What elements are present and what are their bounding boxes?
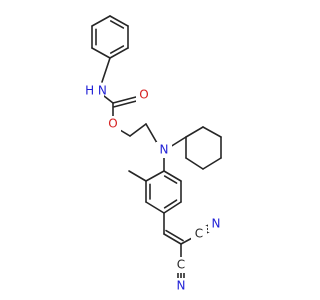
nh-label: H N: [85, 84, 107, 98]
phenyl-ring-bond-3: [109, 47, 129, 59]
amine-cyclohexyl-bond: [169, 136, 187, 148]
nitrile-carbon-2-label: C: [177, 258, 185, 272]
nh-label-background: [88, 83, 104, 99]
ch2-amine-bond: [145, 123, 158, 144]
cyclohexyl-ring-bond-4: [202, 157, 222, 170]
carbonyl-double-bond-2: [113, 100, 138, 108]
cyclohexyl-ring-bond-5: [185, 157, 204, 170]
carbonyl-oxygen-label-background: [136, 87, 152, 103]
nitrile-carbon-2-label-background: [173, 257, 189, 273]
carbonyl-oxygen-label: O: [139, 88, 148, 102]
vinyl-double-bond-2: [165, 229, 184, 242]
aryl-ring-bond-6: [145, 170, 165, 182]
phenyl-nh-bond: [101, 57, 111, 83]
aryl-ring-bond-4: [145, 201, 165, 214]
phenyl-ring-bond-4: [91, 47, 111, 59]
phenyl-inner-bond-2: [109, 45, 125, 54]
phenyl-inner-bond-1: [109, 20, 125, 29]
nitrile-carbon-1-label: C: [195, 227, 203, 241]
nitrile-nitrogen-1-label: N: [212, 217, 221, 231]
ester-oxygen-label: O: [108, 117, 117, 131]
carbonyl-double-bond-1: [112, 96, 137, 104]
ester-ch2-bond: [119, 129, 131, 137]
aryl-ring-bond-3: [163, 201, 182, 214]
ethylene-bond: [129, 123, 147, 137]
ester-oxygen-label-background: [105, 116, 121, 132]
nitrile-nitrogen-1-label-background: [208, 216, 224, 232]
nitrile-nitrogen-2-label-background: [173, 278, 189, 294]
nitrile-nitrogen-2-label: N: [177, 279, 186, 293]
amine-nitrogen-label-background: [156, 142, 172, 158]
methyl-bond: [128, 170, 147, 182]
aryl-inner-bond-1: [163, 175, 178, 184]
phenyl-ring-bond-6: [91, 15, 111, 27]
amine-nitrogen-label: N: [160, 143, 169, 157]
vinyl-double-bond-1: [163, 233, 182, 245]
nh-carbonyl-bond: [103, 95, 114, 104]
nitrile-carbon-1-label-background: [191, 226, 207, 242]
phenyl-ring-bond-1: [109, 15, 129, 27]
aryl-ring-bond-1: [163, 170, 182, 182]
cyclohexyl-ring-bond-2: [202, 126, 222, 138]
aryl-inner-bond-2: [163, 199, 178, 209]
cyclohexyl-ring-bond-1: [185, 126, 204, 138]
